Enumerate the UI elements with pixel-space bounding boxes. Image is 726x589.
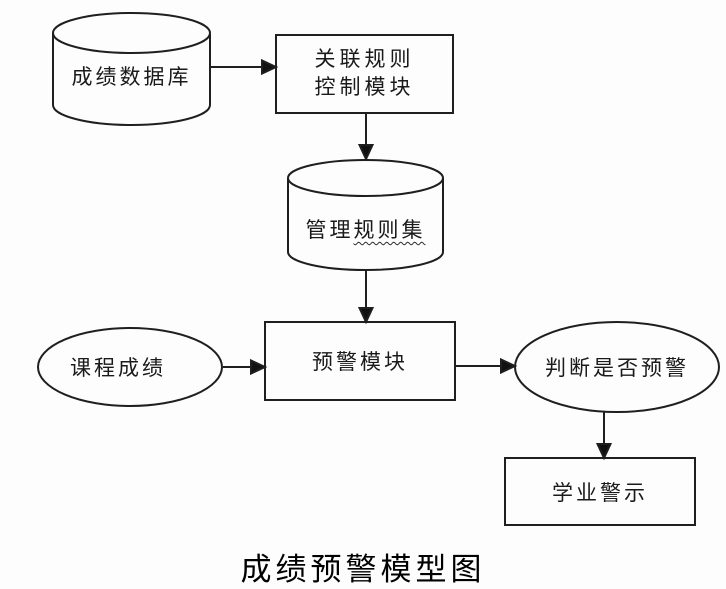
- grade-database-label: 成绩数据库: [71, 66, 192, 89]
- academic-warning-label: 学业警示: [552, 481, 648, 505]
- academic-warning-rect: [504, 457, 696, 526]
- arrow-grades-to-warning: [223, 358, 268, 376]
- assoc-rule-module-label-line1: 关联规则: [314, 48, 415, 71]
- arrow-db-to-module: [210, 58, 279, 76]
- arrow-module-to-ruleset: [357, 113, 375, 162]
- warning-module-rect: [264, 321, 456, 401]
- course-grades-ellipse: [37, 327, 223, 407]
- rule-set-label-prefix: 管理: [305, 219, 354, 242]
- arrow-warning-to-judge: [455, 357, 518, 375]
- assoc-rule-module-label-line2: 控制模块: [314, 76, 415, 99]
- assoc-rule-module-label: 关联规则 控制模块: [276, 35, 453, 113]
- arrow-ruleset-to-warning: [357, 270, 375, 325]
- arrow-judge-to-alert: [595, 411, 613, 461]
- judge-warning-label: 判断是否预警: [545, 357, 689, 380]
- warning-module-label: 预警模块: [312, 351, 408, 374]
- rule-set-cylinder: [287, 159, 444, 271]
- rule-set-label: 管理规则集: [288, 200, 443, 258]
- assoc-rule-module-rect: [275, 34, 454, 114]
- grade-database-cylinder: [52, 12, 211, 126]
- course-grades-label: 课程成绩: [70, 357, 166, 380]
- diagram-caption: 成绩预警模型图: [240, 552, 486, 587]
- rule-set-label-underlined: 规则集: [353, 219, 426, 242]
